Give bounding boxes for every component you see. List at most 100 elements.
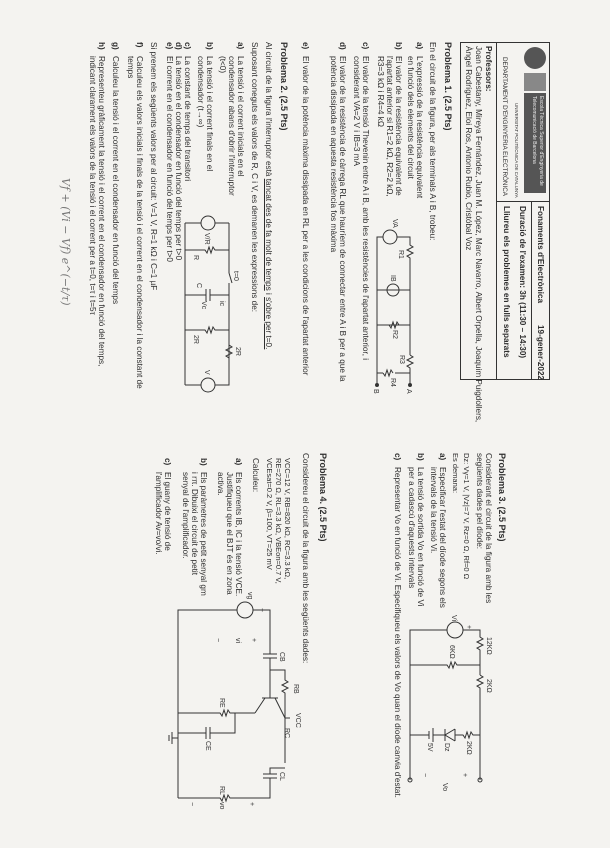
professors-line: Joan Cabestany, Mireya Fernández, Juan M… [474,46,483,423]
ground-icon [168,732,178,744]
item-text: Especificar l'estat del díode segons els [438,467,447,608]
course-title: Fonaments d'Electrònica [536,206,545,304]
item-text: i rπ. Dibuixi el circuit de petit [190,472,199,576]
svg-text:5V: 5V [426,743,433,752]
header-box: Escola Tècnica Superior d'Enginyeria de … [460,42,550,422]
item-text: El guany de tensió de [163,472,172,551]
svg-text:vg: vg [246,592,253,600]
svg-text:CB: CB [278,652,285,662]
item-text: indicant clarament els valors de la tens… [88,56,97,315]
professors-line: Àngel Rodríguez, Eloi Ros, Antonio Rubio… [464,46,473,251]
svg-text:A: A [405,389,412,394]
etsetb-logo-icon [524,73,546,91]
svg-text:Vo: Vo [441,783,448,791]
svg-text:−: − [421,773,428,777]
problem-2-intro: Al circuit de la figura l'interruptor es… [264,42,273,350]
exam-duration: Duració de l'examen: 3h (11:30 – 14:30) [518,206,527,359]
svg-text:C: C [195,283,202,288]
exam-instructions: Lliureu els problemes en fulls separats [502,206,511,358]
exam-date: 19-gener-2022 [536,325,545,381]
item-text: Justifiqueu que el BJT és en zona [225,472,234,595]
svg-text:vi: vi [234,638,241,644]
item-text: El valor de la resistència de càrrega RL… [338,56,347,382]
department-name: DEPARTAMENT D'ENGINYERIA ELECTRÒNICA [501,57,508,196]
item-text: condensador abans d'obrir l'interruptor [227,56,236,196]
svg-text:R1: R1 [397,250,404,259]
problem-2-intro2: Suposant coneguts els valors de R, C i V… [250,42,259,313]
svg-text:2R: 2R [234,347,241,356]
item-text: La tensió de sortida Vo en funció de Vi [416,467,425,607]
item-text: El corrent en el condensador en funció d… [165,56,174,262]
svg-text:6KΩ: 6KΩ [448,645,455,659]
handwritten-note: Vf + (Vi − Vf) e^(−t/τ) [59,178,72,306]
svg-text:IB: IB [389,275,396,282]
svg-text:CL: CL [278,772,285,781]
svg-text:+: + [465,625,472,629]
upc-logo-icon [524,47,546,69]
svg-text:R2: R2 [391,330,398,339]
svg-text:ic: ic [218,301,225,307]
item-text: senyal de l'amplificador. [181,472,190,559]
values-text: Si prenem els següents valors per al cir… [149,42,158,291]
item-text: Calculeu la tensió i el corrent en el co… [111,56,120,305]
item-text: intervals de la tensió Vi. [429,467,438,554]
svg-text:+: + [248,802,255,806]
ask-label: Es demana: [451,453,460,494]
svg-text:+: + [250,638,257,642]
item-text: temps [126,56,135,79]
item-text: La tensió i el corrent finals en el [205,56,214,172]
item-text: El valor de la tensió Thevenin entre A i… [361,56,370,361]
problem-1-intro: En el circuit de la figura, per als term… [428,42,437,241]
item-text: La constant de temps del transitori [183,56,192,182]
item-text: Calculeu els valors inicials i finals de… [135,56,144,389]
svg-text:VCC: VCC [294,713,301,728]
data-line: RE=270 Ω, RL=3.3 kΩ, VBEon=0.7 V, [274,458,283,584]
svg-text:+: + [461,773,468,777]
diode-data: Dz: Vγ=1 V, |Vz|=7 V, Rz=0 Ω, Rf=0 Ω [462,453,471,580]
svg-text:12KΩ: 12KΩ [485,637,492,655]
svg-text:−: − [214,638,221,642]
problem-2-title: Problema 2. (2.5 Pts) [279,42,289,131]
svg-text:2R: 2R [192,335,199,344]
svg-text:t=0: t=0 [232,271,239,281]
svg-text:R3: R3 [398,355,405,364]
svg-text:Vi: Vi [450,615,457,622]
problem-4-title: Problema 4. (2.5 Pts) [318,453,328,542]
item-text: R3=3 kΩ i R4=4 kΩ [376,56,385,127]
problem-4-intro: Considereu el circuit de la figura amb l… [301,453,310,664]
item-text: L'expressió de la resistència equivalent [415,56,424,199]
item-text: El valor de la potència màxima dissipada… [301,56,310,376]
item-text: La tensió i el corrent inicials en el [236,56,245,177]
svg-text:RE: RE [218,698,225,708]
problem-3-title: Problema 3. (2.5 Pts) [497,453,507,542]
svg-text:Dz: Dz [443,743,450,752]
data-line: VCEsat=0.2 V, β=100, VT=25 mV [265,458,274,570]
item-text: activa. [216,472,225,496]
svg-text:RC: RC [283,728,290,738]
item-text: Els corrents IB, IC i la tensió VCE. [234,472,243,597]
svg-text:vo: vo [218,802,225,810]
svg-text:R: R [192,255,199,260]
svg-text:−: − [188,802,195,806]
svg-text:V: V [203,370,210,375]
school-name: Escola Tècnica Superior d'Enginyeria de … [524,93,546,193]
svg-text:RB: RB [292,684,299,694]
item-text: (t<0) [218,56,227,74]
item-text: Representeu gràficament la tensió i el c… [97,56,106,367]
item-text: El valor de la resistència equivalent de [394,56,403,196]
svg-text:VA: VA [391,219,398,228]
item-text: l'amplificador Av=vo/vi. [154,472,163,555]
item-text: considerant VA=2 V i IB=3 mA [352,56,361,166]
svg-text:Vc: Vc [200,301,207,310]
university-name: UNIVERSITAT POLITÈCNICA DE CATALUNYA [514,103,519,198]
item-text: l'apartat anterior si R1=2 kΩ, R2=2 kΩ, [385,56,394,197]
svg-text:RL: RL [218,786,225,795]
ask-label: Calculeu: [251,458,260,493]
data-line: VCC=12 V, RB=820 kΩ, RC=3.3 kΩ, [283,458,292,580]
item-text: per a cadascú d'aquests intervals [407,467,416,589]
